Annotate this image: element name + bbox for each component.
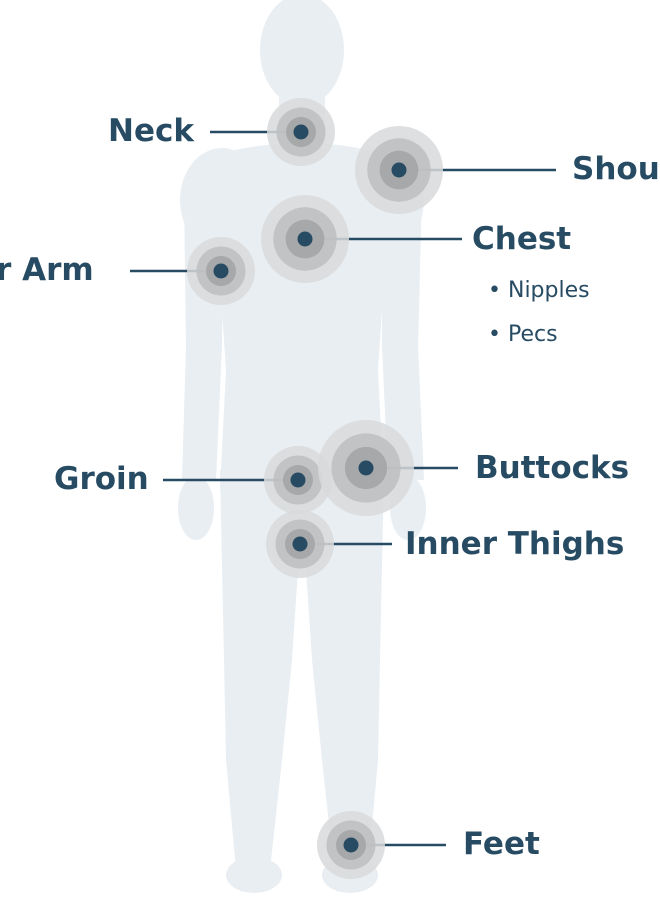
chest-marker [261,195,349,283]
head-shape [260,0,344,106]
neck-dot [293,124,309,140]
groin-dot [290,472,306,488]
chest-dot [297,231,313,247]
groin-label: Groin [54,461,149,497]
feet-dot [343,837,359,853]
shoulder-label: Shou [572,151,660,187]
upper-arm-dot [213,263,229,279]
feet-marker [317,811,385,879]
left-hand-shape [178,476,214,540]
shoulder-dot [391,162,407,178]
upper-arm-marker [187,237,255,305]
inner-thighs-dot [292,536,308,552]
buttocks-marker [318,420,414,516]
groin-marker [264,446,332,514]
chest-label: Chest [472,221,572,257]
chest-pecs-label: Pecs [488,324,558,346]
left-forearm-shape [182,345,222,480]
neck-marker [267,98,335,166]
neck-label: Neck [108,113,194,149]
shoulder-marker [355,126,443,214]
chest-nipples-label: Nipples [488,280,590,302]
inner-thighs-label: Inner Thighs [405,526,625,562]
left-foot-shape [226,857,282,893]
area-markers [187,98,443,879]
right-upper-arm-shape [382,185,422,350]
feet-label: Feet [463,826,540,862]
inner-thighs-marker [266,510,334,578]
upper-arm-label: r Arm [0,252,94,288]
buttocks-dot [358,460,374,476]
buttocks-label: Buttocks [475,450,630,486]
